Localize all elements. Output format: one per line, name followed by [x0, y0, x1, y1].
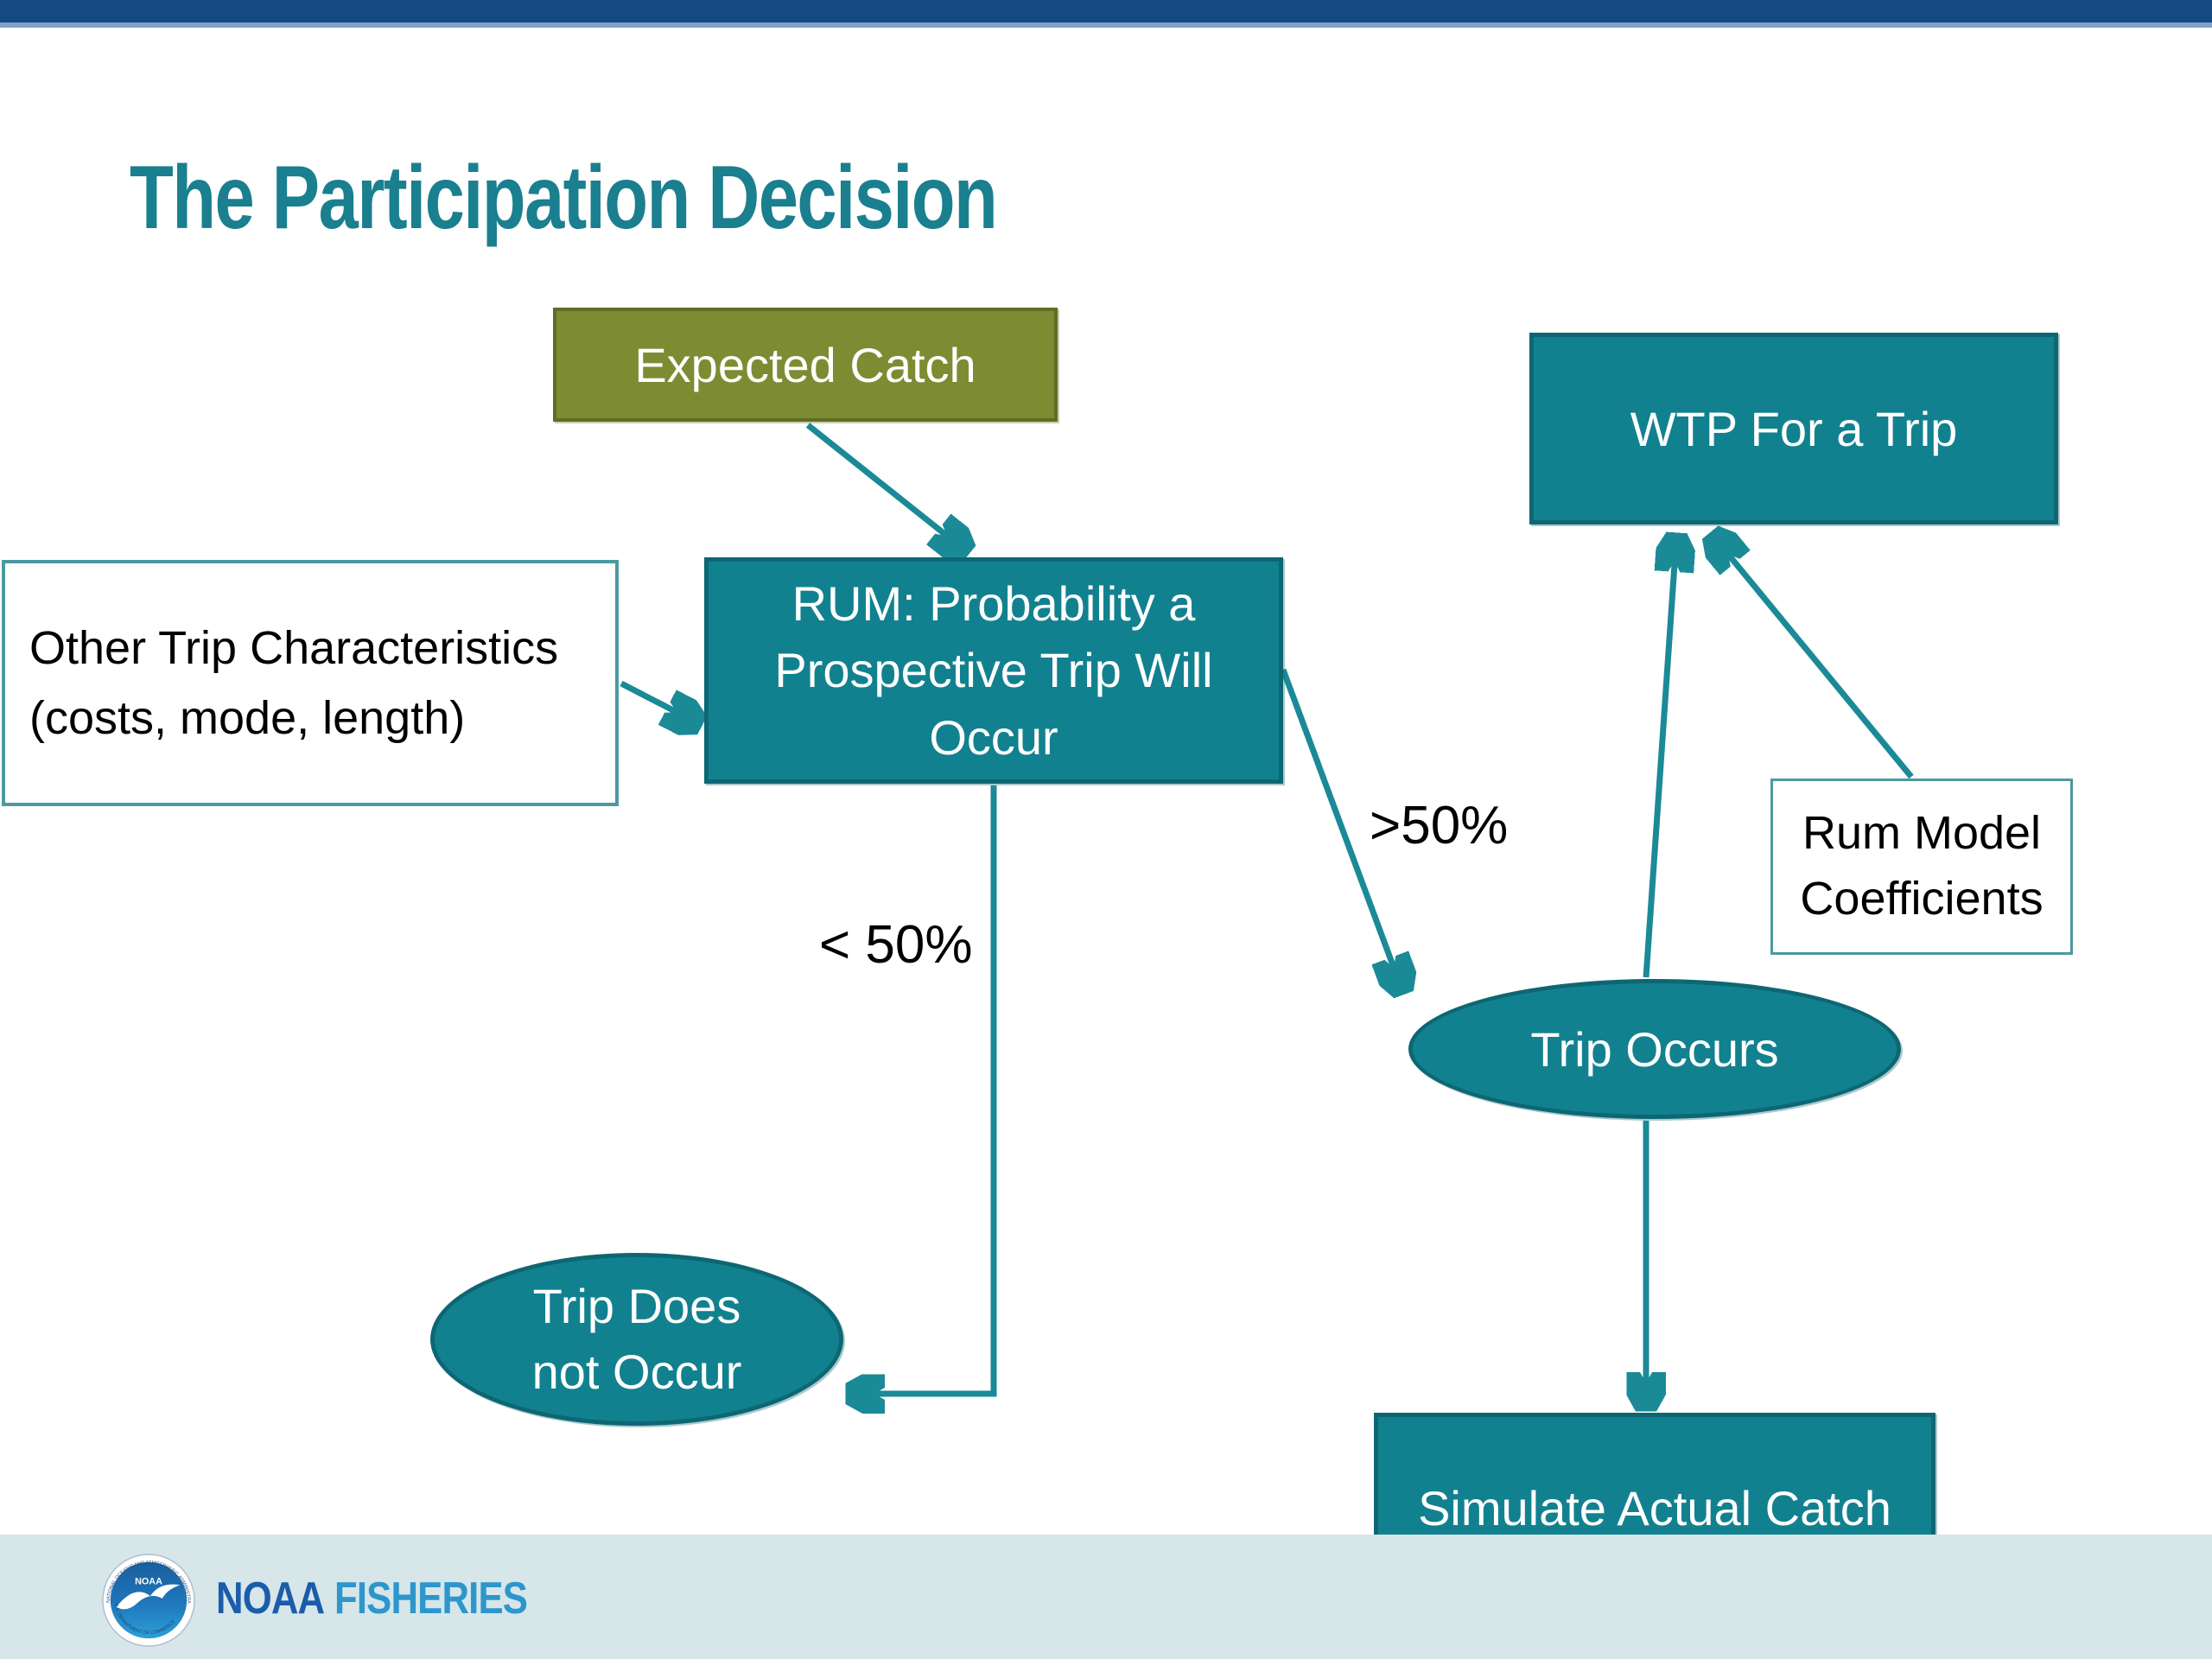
node-trip-does-not-occur: Trip Does not Occur	[430, 1253, 843, 1426]
node-trip-occurs: Trip Occurs	[1408, 979, 1901, 1119]
node-rum-probability-label: RUM: Probability a Prospective Trip Will…	[774, 576, 1213, 765]
edge-tripoccurs-to-wtp	[1643, 539, 1676, 978]
node-other-trip-line1: Other Trip Characteristics	[29, 621, 559, 674]
edge-rummodel-to-wtp	[1714, 537, 1914, 779]
edge-expected-to-rum	[805, 423, 964, 550]
seagull-icon	[116, 1584, 181, 1610]
top-bar	[0, 0, 2212, 22]
node-other-trip-characteristics: Other Trip Characteristics (costs, mode,…	[2, 560, 619, 806]
wordmark-fisheries: FISHERIES	[334, 1573, 528, 1624]
emblem-globe	[110, 1561, 188, 1639]
node-other-trip-line2: (costs, mode, length)	[29, 691, 466, 744]
emblem-noaa-text: NOAA	[135, 1576, 162, 1586]
node-expected-catch: Expected Catch	[553, 308, 1058, 422]
noaa-emblem: NOAA NATIONAL OCEANIC AND ATMOSPHERIC AD…	[102, 1554, 195, 1647]
node-trip-occurs-label: Trip Occurs	[1530, 1021, 1779, 1077]
top-bar-accent	[0, 22, 2212, 28]
node-wtp-for-a-trip: WTP For a Trip	[1529, 333, 2058, 524]
node-rum-model-coefficients: Rum Model Coefficients	[1770, 779, 2073, 955]
page-title: The Participation Decision	[130, 147, 998, 248]
node-rum-model-label: Rum Model Coefficients	[1800, 807, 2044, 925]
node-wtp-label: WTP For a Trip	[1630, 401, 1958, 456]
node-trip-not-label: Trip Does not Occur	[531, 1279, 742, 1399]
footer-band	[0, 1535, 2212, 1659]
node-expected-catch-label: Expected Catch	[634, 337, 976, 392]
edge-rum-to-tripnot	[852, 785, 997, 1394]
node-simulate-label: Simulate Actual Catch	[1418, 1480, 1891, 1535]
edge-label-gt50: >50%	[1370, 796, 1509, 855]
node-rum-probability: RUM: Probability a Prospective Trip Will…	[704, 557, 1283, 784]
edge-othertrip-to-rum	[620, 680, 696, 722]
edge-label-lt50: < 50%	[819, 915, 973, 975]
wordmark-noaa: NOAA	[216, 1573, 325, 1624]
